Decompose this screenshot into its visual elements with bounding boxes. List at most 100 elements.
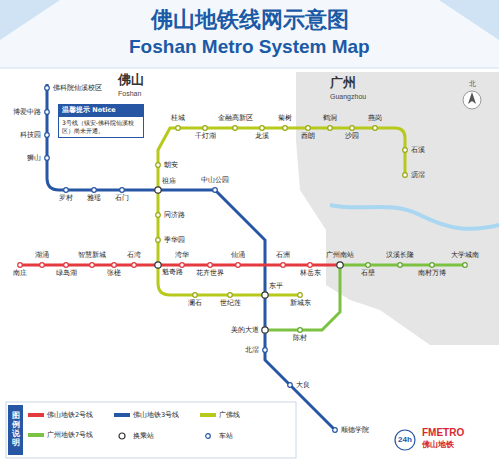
station-label: 南庄 bbox=[13, 270, 27, 277]
station-label: 千灯湖 bbox=[195, 133, 216, 140]
legend-text: 广州地铁7号线 bbox=[47, 432, 93, 439]
notice-box: 温馨提示 Notice3号线（镇安-佛科院仙溪校区）尚未开通。 bbox=[58, 104, 144, 138]
station-label: 大学城南 bbox=[451, 252, 479, 259]
legend-text: 广佛线 bbox=[219, 412, 240, 419]
station-label: 菊树 bbox=[278, 115, 292, 122]
station-label: 西朗 bbox=[301, 133, 315, 140]
station-label: 石湾 bbox=[127, 252, 141, 259]
region-name: 广州 bbox=[330, 76, 356, 89]
legend-item: 广佛线 bbox=[200, 412, 240, 419]
station-label: 石溪 bbox=[411, 147, 425, 154]
river bbox=[330, 205, 499, 229]
legend-tab: 图例说明 bbox=[8, 405, 23, 455]
legend-text: 车站 bbox=[219, 433, 233, 440]
station-label: 张槎 bbox=[107, 270, 121, 277]
station-label: 燕岗 bbox=[368, 115, 382, 122]
map-title: 佛山地铁线网示意图 bbox=[0, 6, 499, 35]
legend-text: 佛山地铁3号线 bbox=[133, 412, 179, 419]
compass bbox=[463, 91, 481, 109]
legend-text: 换乘站 bbox=[133, 433, 154, 440]
station-label: 季华园 bbox=[164, 237, 185, 244]
legend-item: 佛山地铁3号线 bbox=[114, 412, 179, 419]
station-label: 世纪莲 bbox=[220, 300, 241, 307]
station-label: 新城东 bbox=[290, 300, 311, 307]
legend-title: 图例说明 bbox=[12, 412, 20, 447]
station-label: 佛科院仙溪校区 bbox=[53, 85, 102, 92]
legend-swatch bbox=[114, 413, 130, 417]
station-label: 博爱中路 bbox=[13, 109, 41, 116]
station-label: 北滘 bbox=[245, 347, 259, 354]
brand-logo: FMETRO bbox=[422, 428, 464, 438]
station-label: 沥滘 bbox=[411, 172, 425, 179]
station-markers bbox=[156, 126, 408, 298]
station-label: 石壁 bbox=[361, 270, 375, 277]
station-label: 湖涌 bbox=[35, 252, 49, 259]
line-3 bbox=[47, 84, 335, 430]
station-label: 仙涌 bbox=[231, 252, 245, 259]
station-label: 金融高新区 bbox=[218, 115, 253, 122]
station-label: 科技园 bbox=[20, 132, 41, 139]
station-label: 湾华 bbox=[175, 252, 189, 259]
station-label: 智慧新城 bbox=[78, 252, 106, 259]
legend-frame bbox=[6, 402, 296, 458]
notice-heading: 温馨提示 Notice bbox=[59, 105, 143, 117]
guangzhou-region bbox=[296, 72, 499, 345]
station-label: 朝安 bbox=[164, 162, 178, 169]
brand-name: 佛山地铁 bbox=[422, 441, 454, 449]
legend-item: 广州地铁7号线 bbox=[28, 432, 93, 439]
station-label: 广州南站 bbox=[326, 252, 354, 259]
legend-symbol-circle bbox=[119, 433, 125, 439]
station-label: 汉溪长隆 bbox=[386, 252, 414, 259]
station-label: 石门 bbox=[115, 195, 129, 202]
station-label: 美的大道 bbox=[231, 327, 259, 334]
station-markers bbox=[298, 263, 468, 333]
corner-decor bbox=[0, 0, 60, 40]
region-name-en: Guangzhou bbox=[330, 93, 366, 100]
station-markers bbox=[45, 86, 338, 433]
station-label: 中山公园 bbox=[201, 177, 229, 184]
legend-symbol bbox=[114, 432, 130, 440]
station-label: 雅瑶 bbox=[87, 195, 101, 202]
station-label: 绿岛湖 bbox=[56, 270, 77, 277]
station-label: 鹤洞 bbox=[323, 115, 337, 122]
region-name-en: Foshan bbox=[118, 90, 141, 97]
legend-swatch bbox=[200, 413, 216, 417]
map-subtitle: Foshan Metro System Map bbox=[129, 37, 370, 56]
legend-item: 佛山地铁2号线 bbox=[28, 412, 93, 419]
interchange-markers bbox=[155, 187, 343, 333]
station-label: 沙园 bbox=[345, 133, 359, 140]
station-label: 狮山 bbox=[27, 155, 41, 162]
legend-symbol bbox=[200, 432, 216, 440]
station-label: 陈村 bbox=[293, 335, 307, 342]
station-label: 顺德学院 bbox=[341, 427, 369, 434]
station-label: 石洲 bbox=[276, 252, 290, 259]
compass-arrow bbox=[468, 92, 476, 104]
station-label: 大良 bbox=[296, 382, 310, 389]
compass-label: 北 bbox=[469, 81, 476, 88]
guangfo-line bbox=[158, 128, 405, 295]
hotline-badge bbox=[395, 430, 415, 450]
header-band bbox=[0, 0, 499, 68]
station-label: 祖庙 bbox=[162, 178, 176, 185]
notice-body: 3号线（镇安-佛科院仙溪校区）尚未开通。 bbox=[59, 117, 143, 138]
legend-swatch bbox=[28, 433, 44, 437]
header-rule bbox=[0, 68, 499, 69]
station-label: 澜石 bbox=[188, 300, 202, 307]
station-label: 魁奇路 bbox=[162, 269, 183, 276]
legend-text: 佛山地铁2号线 bbox=[47, 412, 93, 419]
station-label: 桂城 bbox=[171, 115, 185, 122]
station-label: 同济路 bbox=[164, 212, 185, 219]
station-label: 龙溪 bbox=[255, 133, 269, 140]
legend-swatch bbox=[28, 413, 44, 417]
station-label: 南村万博 bbox=[418, 270, 446, 277]
station-markers bbox=[18, 263, 313, 268]
station-label: 林岳东 bbox=[300, 270, 321, 277]
legend-item: 换乘站 bbox=[114, 432, 154, 440]
line-7 bbox=[265, 265, 465, 330]
line-2 bbox=[20, 264, 340, 267]
hotline-badge-text: 24h bbox=[398, 436, 412, 444]
station-label: 花卉世界 bbox=[196, 270, 224, 277]
legend-item: 车站 bbox=[200, 432, 233, 440]
